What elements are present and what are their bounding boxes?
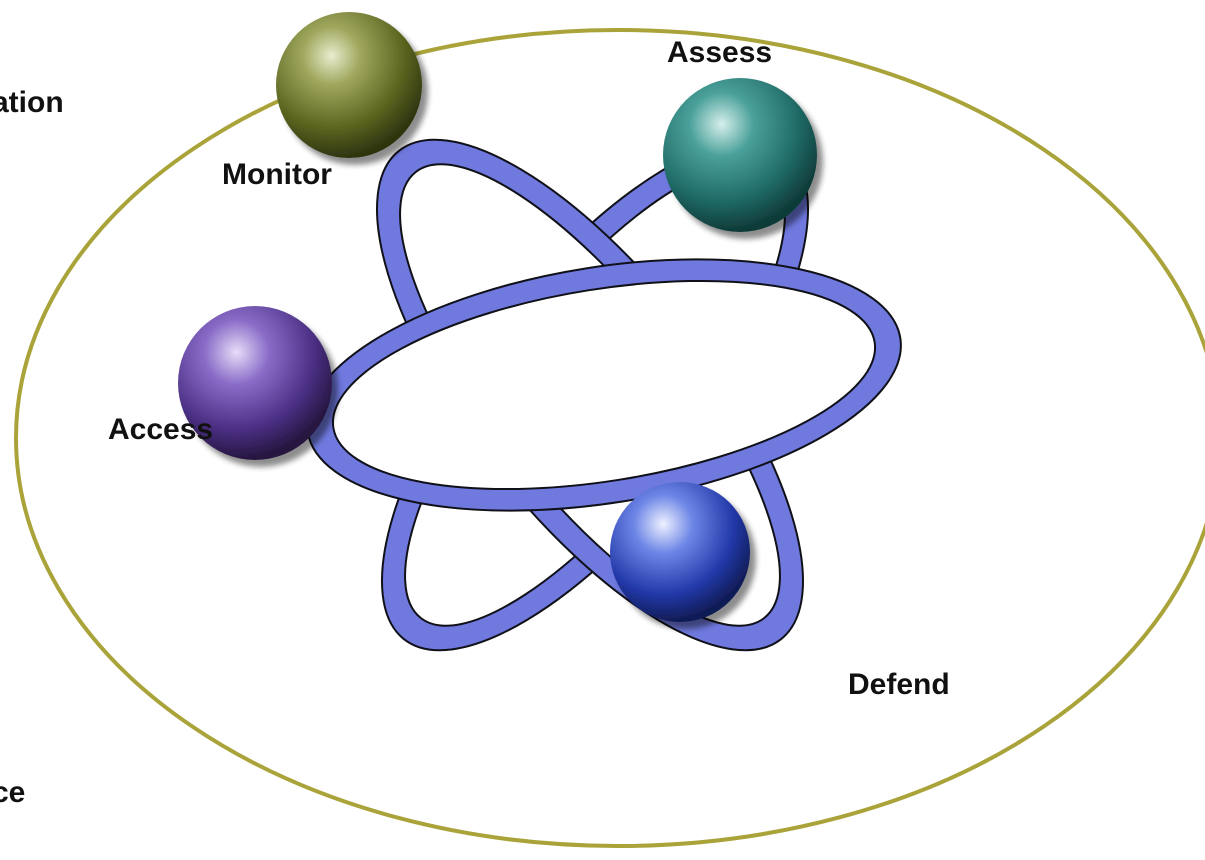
monitor-sphere-icon [276, 12, 422, 158]
orbit-horizontal [306, 258, 902, 512]
outer-ellipse [14, 28, 1205, 848]
partial-label-bottom-left: ce [0, 776, 26, 809]
defend-sphere-icon [610, 482, 750, 622]
label-monitor: Monitor [222, 158, 332, 191]
access-sphere-icon [178, 306, 332, 460]
label-defend: Defend [848, 668, 950, 701]
label-assess: Assess [667, 36, 773, 69]
label-access: Access [108, 413, 214, 446]
assess-sphere-icon [663, 78, 817, 232]
partial-label-top-left: ation [0, 86, 64, 119]
